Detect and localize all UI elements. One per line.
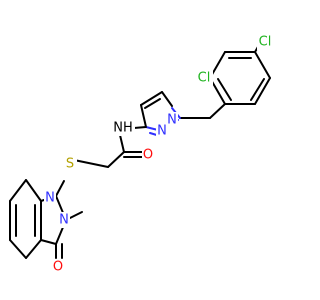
nitrogen-label: N [157, 124, 167, 139]
atom-label-n-pyrazole-1: N [166, 112, 178, 128]
bond [254, 77, 271, 105]
sulfur-label: S [66, 157, 74, 172]
atom-label-n-pyrazole-2: N [156, 123, 168, 139]
bond [254, 51, 271, 79]
bond-layer [9, 37, 271, 259]
bond [9, 239, 27, 259]
bond [133, 126, 147, 129]
bond [119, 134, 125, 153]
nitrogen-label: N [45, 191, 55, 206]
bond [25, 239, 42, 259]
atom-label-cl-top: Cl [257, 34, 275, 50]
oxygen-label: O [143, 148, 153, 163]
bond [55, 180, 65, 197]
bond [217, 78, 232, 101]
bond [9, 179, 27, 202]
bond [144, 98, 161, 109]
oxygen-label: O [53, 260, 63, 275]
atom-label-cl-ortho: Cl [195, 70, 213, 86]
bond [40, 239, 57, 245]
chlorine-label: Cl [198, 71, 211, 86]
nitrogen-label: N [167, 113, 177, 128]
bond [25, 179, 42, 202]
amine-label: NH [113, 121, 133, 136]
molecule-structure-drawing: Cl Cl N N NH O S N [9, 34, 275, 275]
atom-label-layer: Cl Cl N N NH O S N [44, 34, 275, 275]
atom-label-s: S [63, 156, 77, 172]
bond [250, 78, 265, 101]
bond [73, 159, 109, 168]
nitrogen-label: N [59, 213, 69, 228]
atom-label-n-quin-3: N [58, 212, 70, 228]
bond [161, 91, 173, 107]
bond [209, 103, 226, 119]
atom-label-o-amide: O [142, 147, 154, 163]
atom-label-o-quin: O [52, 259, 64, 275]
atom-label-n-quin-1: N [44, 190, 56, 206]
chlorine-label: Cl [259, 35, 272, 50]
atom-label-nh: NH [111, 120, 135, 136]
bond [140, 91, 163, 106]
bond [140, 104, 147, 128]
bond [107, 151, 125, 168]
